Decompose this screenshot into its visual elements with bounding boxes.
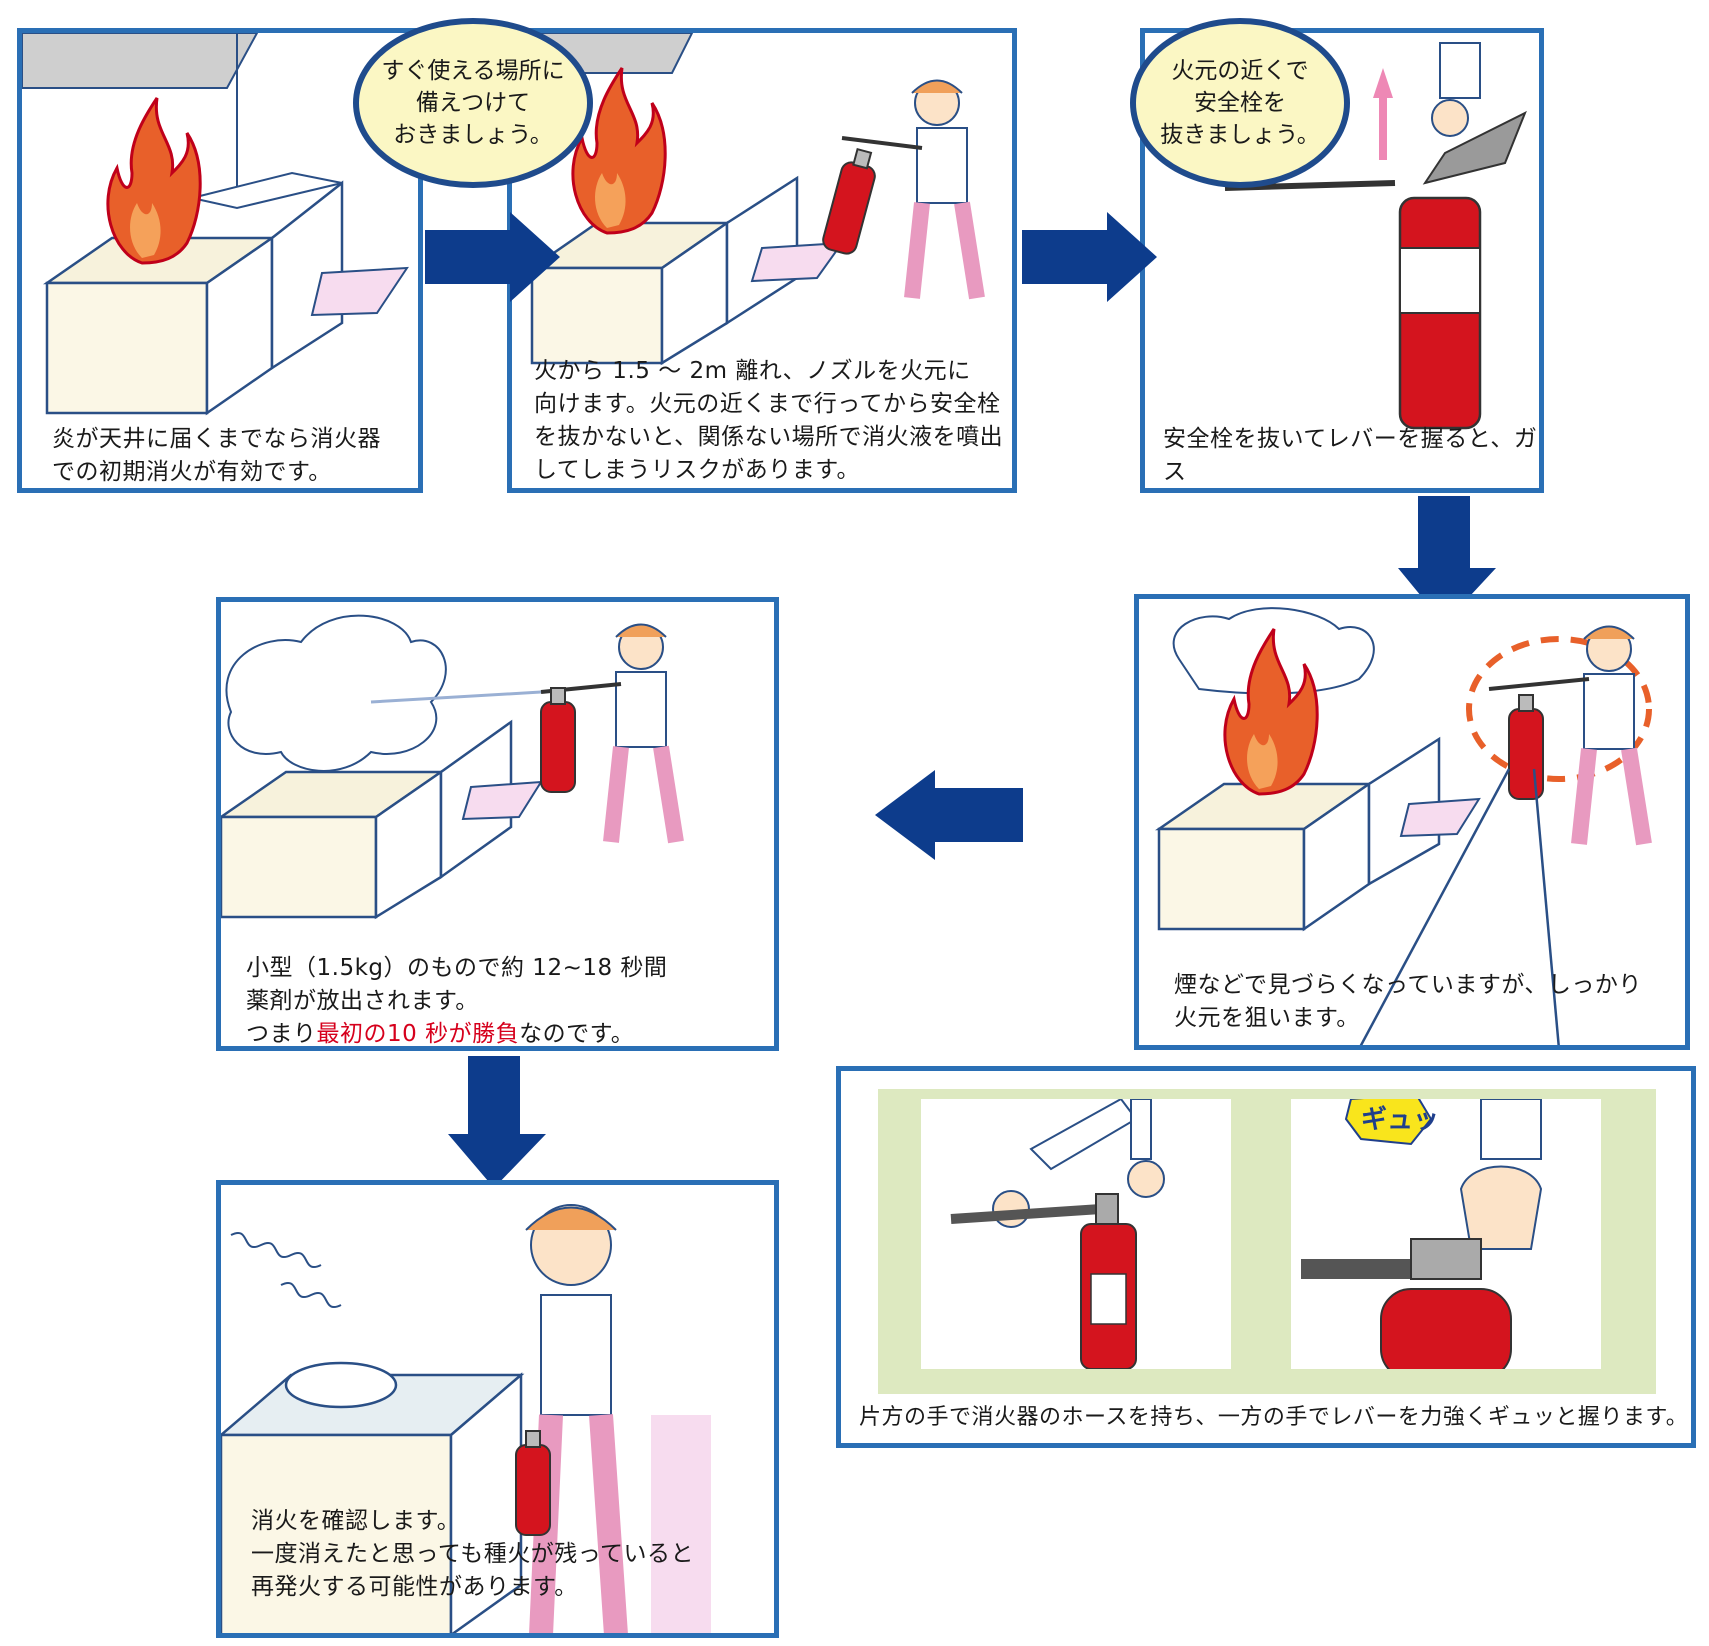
- step-5-caption: 小型（1.5kg）のもので約 12~18 秒間 薬剤が放出されます。 つまり最初…: [246, 952, 668, 1047]
- arrow-right-1: [425, 212, 560, 302]
- step-4-caption: 煙などで見づらくなっていますが、しっかり 火元を狙います。: [1174, 972, 1642, 1031]
- stove-fire-illustration: [22, 33, 409, 416]
- pull-pin-illustration: [1224, 42, 1527, 430]
- arrow-left: [875, 770, 1023, 860]
- step-5-tail: なのです。: [519, 1021, 635, 1047]
- detail-caption: 片方の手で消火器のホースを持ち、一方の手でレバーを力強くギュッと握ります。: [859, 1405, 1689, 1430]
- step-3-caption: 安全栓を抜いてレバーを握ると、ガス 圧によって粉末薬剤が放射されます。: [1163, 426, 1538, 485]
- squeeze-sound-effect: ギュッ: [1361, 1105, 1440, 1135]
- squeeze-lever-illustration: [1291, 1099, 1601, 1369]
- step-1-caption: 炎が天井に届くまでなら消火器 での初期消火が有効です。: [52, 426, 381, 485]
- arrow-down-2: [448, 1056, 546, 1188]
- arrow-right-2: [1022, 212, 1157, 302]
- step-6-caption: 消火を確認します。 一度消えたと思っても種火が残っていると 再発火する可能性があ…: [251, 1508, 695, 1600]
- step-5-highlight: 最初の10 秒が勝負: [316, 1021, 520, 1047]
- aim-fire-illustration: [1154, 607, 1652, 1045]
- step-5-panel: 小型（1.5kg）のもので約 12~18 秒間 薬剤が放出されます。 つまり最初…: [216, 597, 779, 1051]
- step-2-caption: 火から 1.5 ～ 2m 離れ、ノズルを火元に 向けます。火元の近くまで行ってか…: [534, 358, 1004, 483]
- step-5-text: 小型（1.5kg）のもので約 12~18 秒間 薬剤が放出されます。 つまり: [246, 955, 668, 1047]
- confirm-illustration: [221, 1204, 711, 1633]
- arrow-down-1: [1398, 496, 1496, 624]
- pull-pin-bubble: 火元の近くで 安全栓を 抜きましょう。: [1130, 18, 1350, 188]
- aim-nozzle-illustration: [527, 33, 985, 366]
- prepare-bubble: すぐ使える場所に 備えつけて おきましょう。: [353, 18, 593, 188]
- detail-panel: ギュッ 片方の手で消火器のホースを持ち、一方の手でレバーを力強くギュッと握ります…: [836, 1066, 1696, 1448]
- hold-hose-illustration: [921, 1099, 1231, 1369]
- step-6-panel: 消火を確認します。 一度消えたと思っても種火が残っていると 再発火する可能性があ…: [216, 1180, 779, 1638]
- step-4-panel: 煙などで見づらくなっていますが、しっかり 火元を狙います。: [1134, 594, 1690, 1050]
- discharge-illustration: [221, 614, 684, 920]
